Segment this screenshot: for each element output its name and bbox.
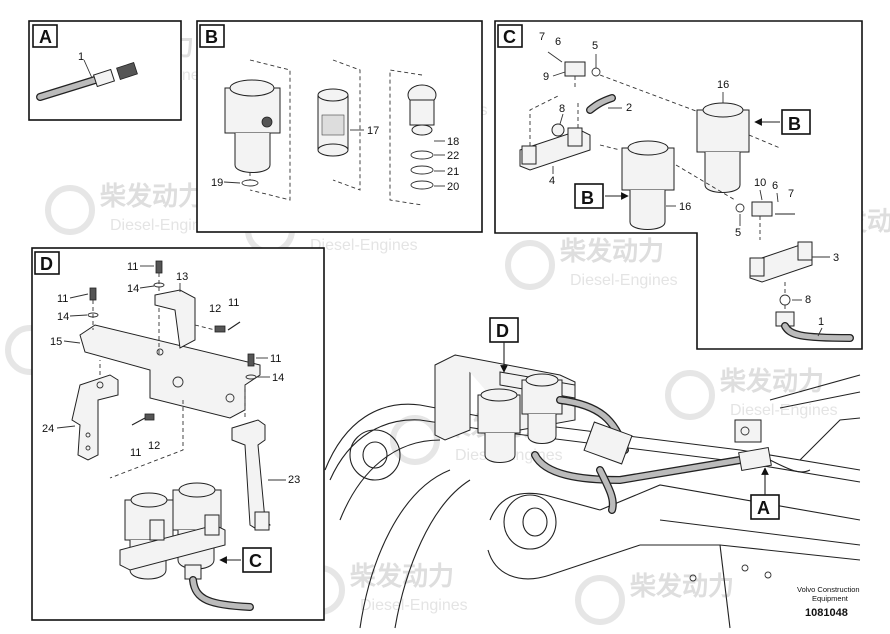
footer-code: 1081048 <box>805 607 848 619</box>
ref-a-tag: A <box>750 467 780 520</box>
callout-d-13: 13 <box>176 271 188 283</box>
ref-a: A <box>757 498 770 518</box>
ref-c: C <box>249 551 262 571</box>
watermark-10: 柴发动力 Diesel-Engines <box>665 366 838 420</box>
machine-overview <box>324 354 861 629</box>
footer-line2: Equipment <box>812 594 849 603</box>
callout-c-5a: 5 <box>592 40 598 52</box>
callout-c-5b: 5 <box>735 227 741 239</box>
panel-b: B 19 17 18 22 21 20 <box>196 20 483 233</box>
callout-c-1: 1 <box>818 316 824 328</box>
callout-b-19: 19 <box>211 177 223 189</box>
watermark-cn: 柴发动力 <box>629 571 734 601</box>
panel-c-label: C <box>503 27 516 47</box>
callout-c-10: 10 <box>754 177 766 189</box>
callout-b-21: 21 <box>447 166 459 178</box>
callout-d-12b: 12 <box>148 440 160 452</box>
panel-a-label: A <box>39 27 52 47</box>
callout-d-11d: 11 <box>270 353 281 365</box>
callout-d-14b: 14 <box>127 283 139 295</box>
callout-d-15: 15 <box>50 336 62 348</box>
footer-line1: Volvo Construction <box>797 585 860 594</box>
callout-b-22: 22 <box>447 150 459 162</box>
callout-c-16b: 16 <box>679 201 691 213</box>
panel-d: D 15 11 14 11 14 13 12 11 11 <box>31 247 325 621</box>
watermark-en: Diesel-Engines <box>730 402 838 419</box>
callout-b-18: 18 <box>447 136 459 148</box>
watermark-12: 柴发动力 Diesel-Engines <box>295 561 468 615</box>
watermark-cn: 柴发动力 <box>99 181 204 211</box>
panel-c: C 7 6 5 9 2 8 4 16 B <box>494 20 863 350</box>
watermark-en: Diesel-Engines <box>310 237 418 254</box>
callout-d-11c: 11 <box>228 297 239 309</box>
ref-d: D <box>496 321 509 341</box>
callout-d-24: 24 <box>42 423 54 435</box>
watermark-cn: 柴发动力 <box>349 561 454 591</box>
panel-a: A 1 <box>28 20 182 121</box>
callout-d-11b: 11 <box>127 261 138 273</box>
panel-d-label: D <box>40 254 53 274</box>
callout-d-12a: 12 <box>209 303 221 315</box>
callout-c-6a: 6 <box>555 36 561 48</box>
callout-d-14c: 14 <box>272 372 284 384</box>
watermark-13: 柴发动力 <box>575 571 734 625</box>
callout-b-17: 17 <box>367 125 379 137</box>
callout-c-7b: 7 <box>788 188 794 200</box>
callout-c-6b: 6 <box>772 180 778 192</box>
ref-b-2: B <box>581 188 594 208</box>
callout-c-3: 3 <box>833 252 839 264</box>
callout-c-9: 9 <box>543 71 549 83</box>
footer: Volvo Construction Equipment 1081048 <box>797 585 860 619</box>
watermark-cn: 柴发动力 <box>559 236 664 266</box>
callout-d-11e: 11 <box>130 447 141 459</box>
callout-c-8a: 8 <box>559 103 565 115</box>
watermark-en: Diesel-Engines <box>570 272 678 289</box>
callout-c-16a: 16 <box>717 79 729 91</box>
callout-b-20: 20 <box>447 181 459 193</box>
watermark-6: 柴发动力 Diesel-Engines <box>505 236 678 290</box>
ref-b-1: B <box>788 114 801 134</box>
callout-d-23: 23 <box>288 474 300 486</box>
callout-d-11a: 11 <box>57 293 68 305</box>
callout-d-14a: 14 <box>57 311 69 323</box>
watermark-en: Diesel-Engines <box>110 217 218 234</box>
ref-d-tag: D <box>489 317 519 373</box>
callout-c-7a: 7 <box>539 31 545 43</box>
watermark-4: 柴发动力 Diesel-Engines <box>45 181 218 235</box>
callout-a-1: 1 <box>78 51 84 63</box>
watermark-en: Diesel-Engines <box>360 597 468 614</box>
panel-b-label: B <box>205 27 218 47</box>
callout-c-4: 4 <box>549 175 555 187</box>
watermark-cn: 柴发动力 <box>719 366 824 396</box>
callout-c-2: 2 <box>626 102 632 114</box>
callout-c-8b: 8 <box>805 294 811 306</box>
